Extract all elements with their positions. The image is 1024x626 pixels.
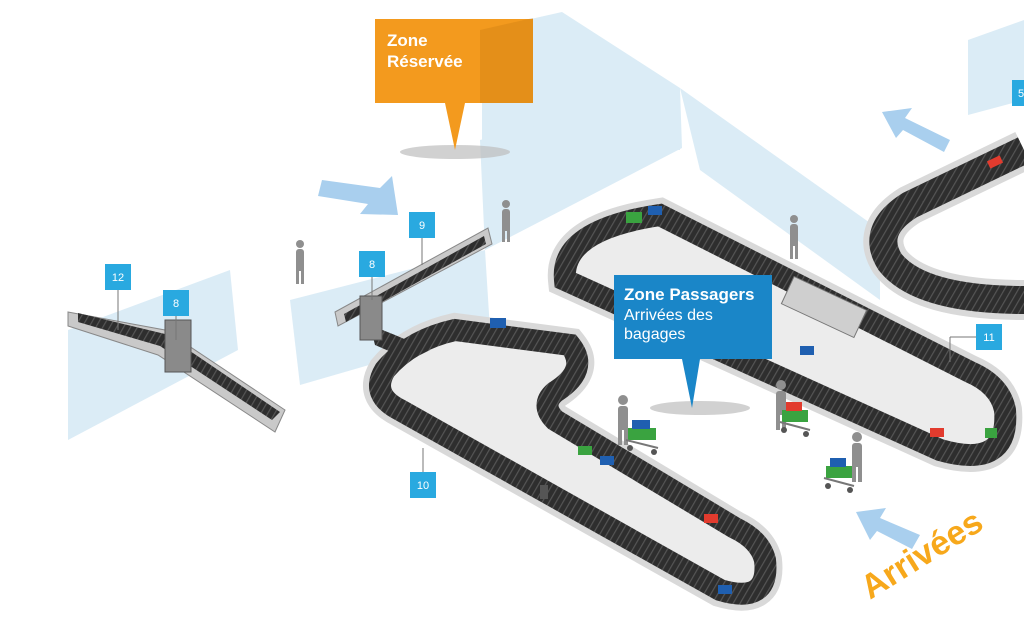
marker-11: 11 — [949, 324, 1002, 362]
glass-wall-center — [290, 250, 490, 385]
suitcase-icon — [490, 318, 506, 328]
person-icon — [618, 395, 628, 445]
glass-wall-right — [680, 88, 880, 300]
glass-wall-left — [68, 270, 238, 440]
conveyor-center — [334, 227, 493, 360]
zone-passengers-title: Zone Passagers — [624, 285, 754, 304]
marker-5: 5 — [1012, 80, 1024, 106]
arrow-icon — [318, 176, 398, 215]
marker-10-label: 10 — [417, 480, 429, 492]
arrow-icon — [882, 108, 950, 152]
suitcase-icon — [600, 456, 614, 465]
person-icon — [852, 432, 862, 482]
conveyor-left — [67, 311, 286, 433]
marker-10: 10 — [410, 448, 436, 498]
suitcase-icon — [704, 514, 718, 523]
luggage-cart-icon — [823, 458, 855, 493]
marker-8-center: 8 — [359, 251, 385, 300]
luggage-cart-icon — [625, 420, 659, 455]
marker-12: 12 — [105, 264, 131, 330]
marker-8-left: 8 — [163, 290, 189, 340]
carousel-11 — [547, 197, 1023, 472]
suitcase-icon — [626, 212, 642, 223]
glass-wall-far-right — [968, 20, 1024, 115]
number-markers: 12 8 8 9 10 11 5 — [105, 80, 1024, 498]
zone-reserved-callout: Zone Réservée — [375, 18, 533, 159]
zone-passengers-line1: Arrivées des — [624, 307, 713, 324]
people — [296, 200, 862, 482]
suitcase-icon — [540, 485, 548, 499]
baggage-feeder — [780, 275, 868, 339]
arrow-icon — [856, 508, 920, 549]
glass-wall-diagonal — [480, 88, 682, 250]
zone-reserved-line1: Zone — [387, 31, 428, 50]
marker-12-label: 12 — [112, 272, 124, 284]
flow-arrows — [318, 108, 950, 549]
luggage-carts — [625, 402, 855, 493]
marker-9-label: 9 — [419, 220, 425, 232]
suitcase-icon — [578, 446, 592, 455]
person-icon — [790, 215, 798, 259]
marker-8-center-label: 8 — [369, 259, 375, 271]
carousel-10 — [363, 312, 783, 611]
security-scanner — [164, 319, 192, 373]
luggage-cart-icon — [779, 402, 811, 437]
marker-9: 9 — [409, 212, 435, 265]
zone-reserved-line2: Réservée — [387, 52, 463, 71]
suitcase-icon — [648, 206, 662, 215]
carousel-top-right — [863, 131, 1024, 320]
suitcase-icon — [986, 155, 1004, 169]
suitcase-icon — [930, 428, 944, 437]
zone-passengers-line2: bagages — [624, 326, 685, 343]
security-scanner — [359, 295, 383, 341]
person-icon — [296, 240, 304, 284]
suitcase-icon — [985, 428, 997, 438]
suitcase-icon — [718, 585, 732, 594]
marker-8-left-label: 8 — [173, 298, 179, 310]
marker-5-label: 5 — [1018, 88, 1024, 100]
zone-passengers-callout: Zone Passagers Arrivées des bagages — [614, 275, 772, 415]
person-icon — [502, 200, 510, 242]
marker-11-label: 11 — [983, 332, 994, 344]
glass-partitions — [68, 12, 1024, 440]
suitcase-icon — [800, 346, 814, 355]
